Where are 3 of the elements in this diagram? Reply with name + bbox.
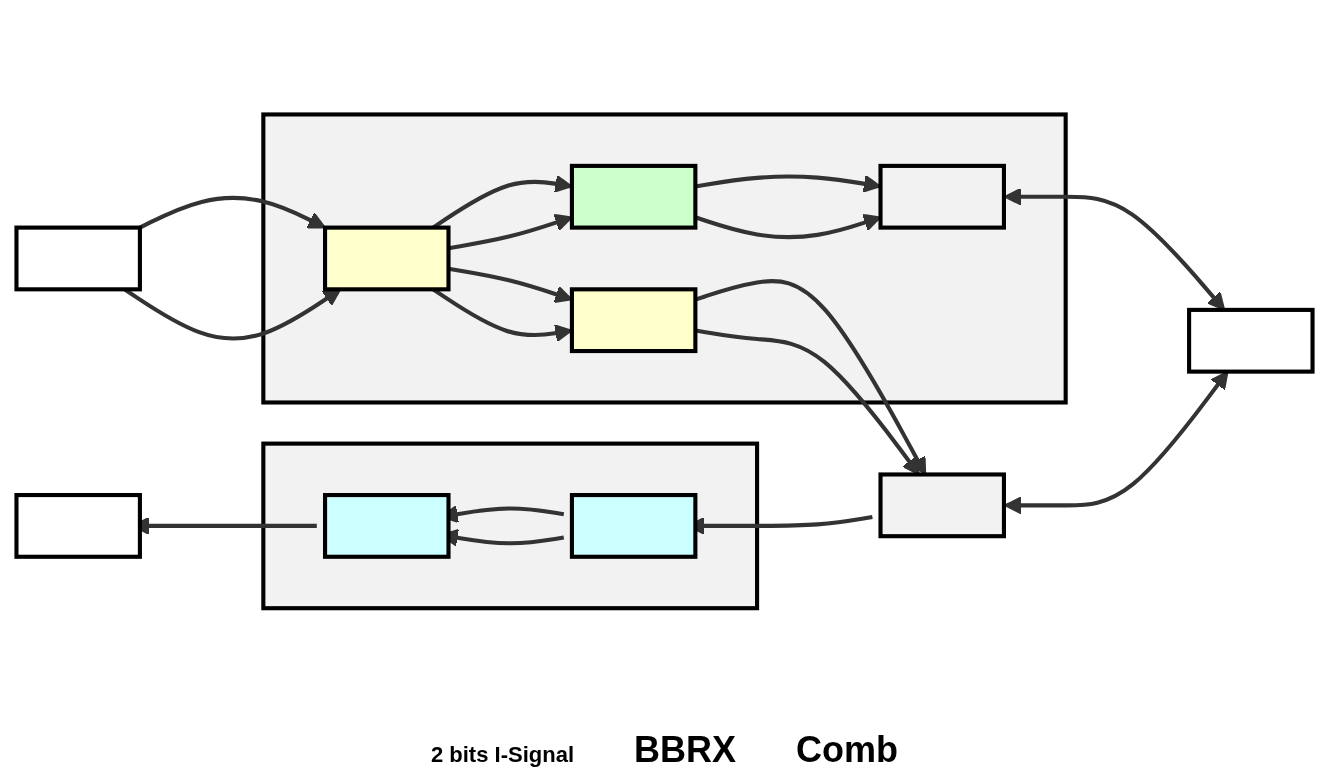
section-label: Comb — [796, 729, 898, 771]
section-label: BBRX — [634, 729, 736, 771]
signal-label: 2 bits I-Signal — [430, 742, 574, 768]
